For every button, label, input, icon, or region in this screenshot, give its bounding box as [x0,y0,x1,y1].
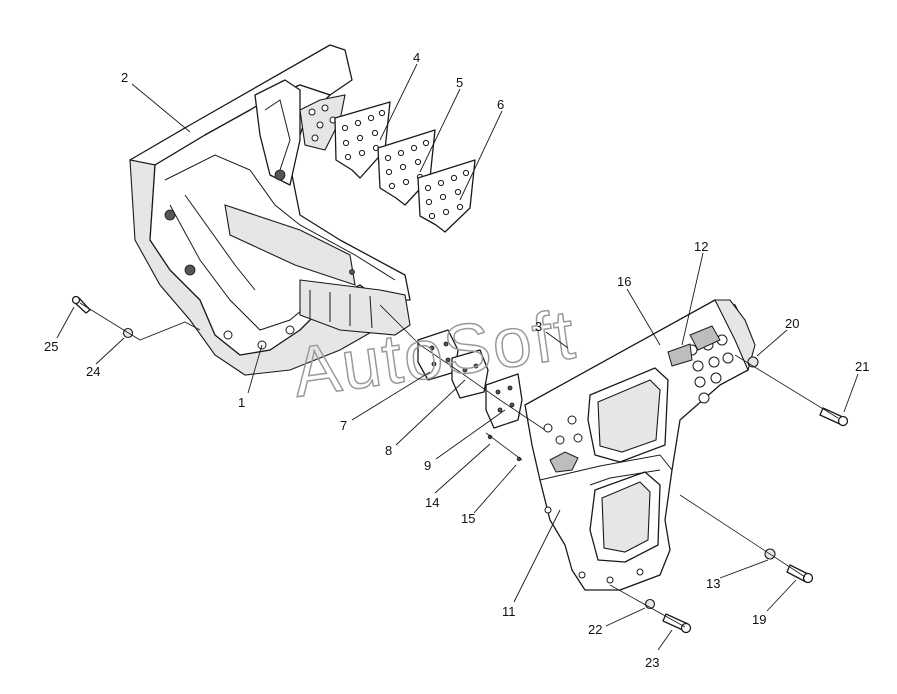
spacer-8 [451,349,489,399]
callout-6: 6 [497,97,504,112]
callout-20: 20 [785,316,799,331]
callout-labels: 1 2 3 4 5 6 7 8 9 11 12 13 14 15 16 19 2… [44,50,869,670]
assembly-axes [79,302,839,628]
leader-lines [56,63,859,651]
washer-20 [747,356,759,368]
plate-9 [485,373,523,429]
callout-13: 13 [706,576,720,591]
callout-15: 15 [461,511,475,526]
bolt-21 [819,407,849,427]
callout-14: 14 [425,495,439,510]
callout-2: 2 [121,70,128,85]
callout-16: 16 [617,274,631,289]
left-frame-assembly [129,44,411,376]
callout-11: 11 [502,604,516,619]
callout-21: 21 [855,359,869,374]
callout-22: 22 [588,622,602,637]
callout-3: 3 [535,319,542,334]
washer-plate-7 [417,329,459,381]
plate-4 [334,101,391,179]
callout-8: 8 [385,443,392,458]
bolt-25 [71,295,91,314]
callout-9: 9 [424,458,431,473]
right-frame-bracket [524,299,756,591]
callout-4: 4 [413,50,420,65]
callout-19: 19 [752,612,766,627]
callout-23: 23 [645,655,659,670]
callout-1: 1 [238,395,245,410]
callout-25: 25 [44,339,58,354]
callout-12: 12 [694,239,708,254]
callout-5: 5 [456,75,463,90]
plate-6 [417,159,476,233]
callout-24: 24 [86,364,100,379]
callout-7: 7 [340,418,347,433]
